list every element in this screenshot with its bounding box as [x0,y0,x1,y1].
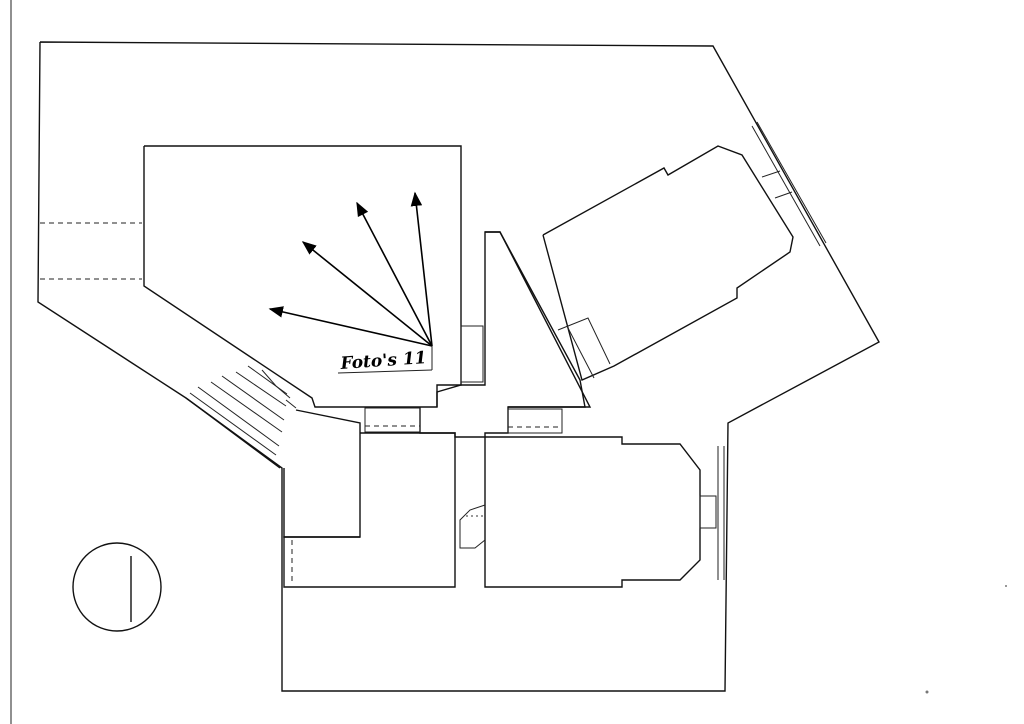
room-northeast [542,121,827,381]
room-wedge [485,231,592,408]
room-southeast [459,436,725,588]
site-boundary [37,41,880,692]
stairs [185,365,297,469]
arrow-icon [356,201,433,347]
paper-speck [1005,585,1007,587]
arrow-icon [301,241,433,347]
north-arrow-icon [72,542,162,632]
arrow-icon [410,191,433,347]
paper-speck [925,690,929,694]
room-west-entry [283,409,361,538]
left-opening [40,222,142,280]
photo-arrows [268,191,433,347]
arrow-icon [268,306,433,347]
photo-label-underline [337,369,433,374]
room-southwest [283,432,456,588]
